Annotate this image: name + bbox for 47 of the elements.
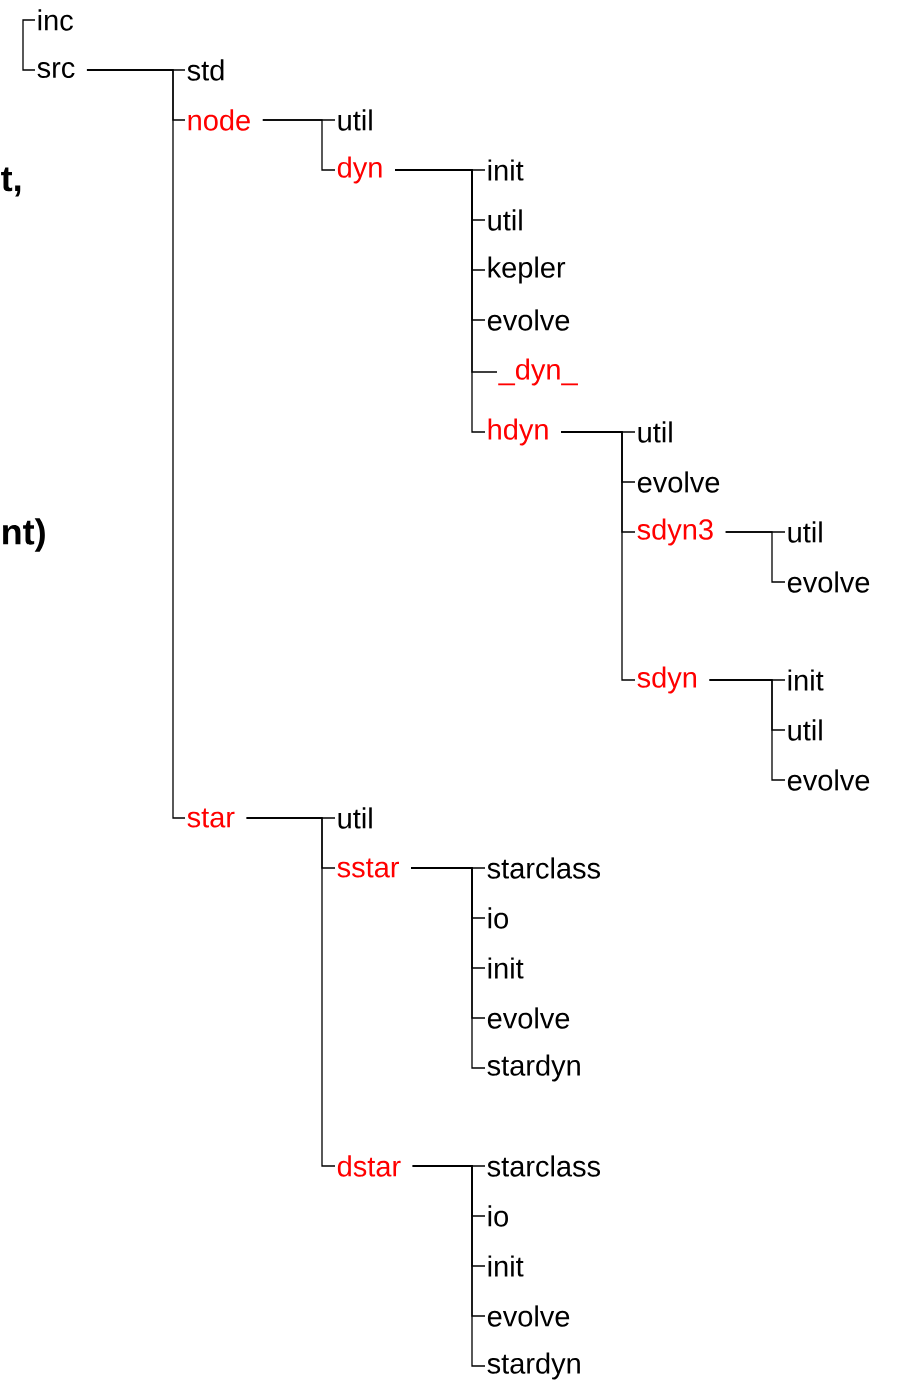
folder-name: evolve — [487, 1007, 570, 1029]
folder-name: std — [187, 59, 224, 81]
folder-name: stardyn — [487, 1054, 580, 1082]
folder-name: node — [188, 109, 250, 131]
tree-line — [412, 1165, 486, 1367]
tree-line — [22, 19, 36, 71]
folder-name: util — [638, 421, 672, 443]
cut-off-text: nt) — [3, 518, 45, 552]
folder-name: util — [338, 109, 372, 131]
tree-line — [262, 119, 336, 171]
folder-name: io — [488, 1205, 508, 1227]
folder-name: stardyn — [487, 1352, 580, 1380]
cut-off-text: t, — [1, 167, 21, 197]
folder-name: sstar — [337, 858, 399, 878]
folder-name: starclass — [487, 1155, 600, 1177]
folder-name: starclass — [487, 857, 600, 879]
tree-line — [708, 679, 786, 781]
folder-name: init — [488, 159, 524, 181]
folder-name: io — [488, 907, 508, 929]
folder-name: sdyn3 — [637, 518, 713, 546]
folder-name: kepler — [488, 256, 566, 284]
tree-line — [725, 531, 786, 583]
folder-name: init — [488, 1255, 524, 1277]
folder-name: hdyn — [488, 418, 548, 446]
folder-name: util — [788, 719, 822, 741]
tree-line — [394, 169, 486, 433]
folder-name: util — [788, 521, 822, 543]
folder-name: util — [338, 807, 372, 829]
folder-name: evolve — [487, 1305, 570, 1327]
folder-name: dstar — [337, 1155, 401, 1177]
folder-name: star — [187, 808, 235, 828]
folder-name: inc — [38, 9, 73, 31]
folder-name: src — [37, 62, 75, 78]
folder-name: util — [488, 209, 522, 231]
folder-name: sdyn — [637, 666, 696, 694]
tree-line — [560, 431, 636, 681]
folder-name: evolve — [787, 571, 870, 593]
folder-name: evolve — [637, 471, 720, 493]
tree-line — [86, 69, 186, 819]
folder-name: init — [488, 957, 524, 979]
tree-line — [246, 817, 336, 1167]
folder-name: evolve — [787, 769, 870, 791]
folder-name: _dyn_ — [498, 358, 578, 386]
folder-name: evolve — [487, 309, 570, 331]
folder-name: init — [788, 669, 824, 691]
tree-line — [410, 867, 486, 1069]
folder-name: dyn — [337, 156, 382, 184]
